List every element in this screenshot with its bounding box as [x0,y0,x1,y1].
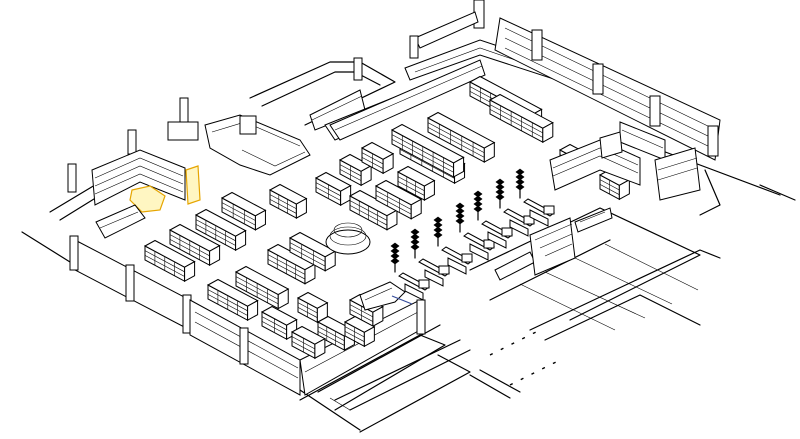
checkout-lane-5 [473,190,513,249]
gondola-shelf-12 [290,325,326,360]
checkout-lane-2 [410,228,450,287]
highlighted-display-unit [129,185,166,213]
gondola-shelf-5 [234,265,290,310]
gondola-shelf-16 [348,189,399,231]
back-corridor [249,57,411,141]
gondola-shelf-23 [488,93,554,144]
gondola-shelves [143,75,631,360]
back-wall-shelving [404,0,721,161]
gondola-shelf-10 [296,291,329,324]
gondola-shelf-18 [396,165,436,201]
gondola-shelf-15 [360,141,395,175]
right-service-area [549,121,701,201]
gondola-shelf-26 [598,168,631,201]
gondola-shelf-7 [266,243,317,285]
checkout-lane-3 [433,216,473,275]
entrance-area [329,207,721,411]
checkout-lane-1 [390,242,430,301]
gondola-shelf-9 [260,305,298,341]
left-wall-shelving [67,149,201,239]
gondola-shelf-8 [288,231,337,272]
gondola-shelf-20 [390,123,465,178]
checkout-lane-6 [495,178,535,237]
checkout-lanes [390,168,555,301]
gondola-shelf-3 [168,223,221,266]
gondola-shelf-4 [143,239,196,282]
gondola-shelf-28 [343,315,376,348]
gondola-shelf-1 [220,191,267,231]
gondola-shelf-21 [426,111,496,163]
diagonal-counter-wall [329,59,486,141]
gondola-shelf-6 [206,278,259,321]
gondola-shelf-14 [338,153,373,187]
checkout-lane-4 [455,202,495,261]
front-counter [494,207,613,281]
service-counter [127,97,311,176]
front-promo-display [359,281,413,311]
storefront-wall [69,235,426,396]
checkout-lane-7 [515,168,555,227]
highlighted-shelf-unit [185,165,201,205]
gondola-shelf-17 [374,179,423,220]
gondola-shelf-2 [194,208,247,251]
round-display-table [325,222,371,255]
gondola-shelf-13 [314,171,352,207]
gondola-shelf-24 [268,183,308,219]
